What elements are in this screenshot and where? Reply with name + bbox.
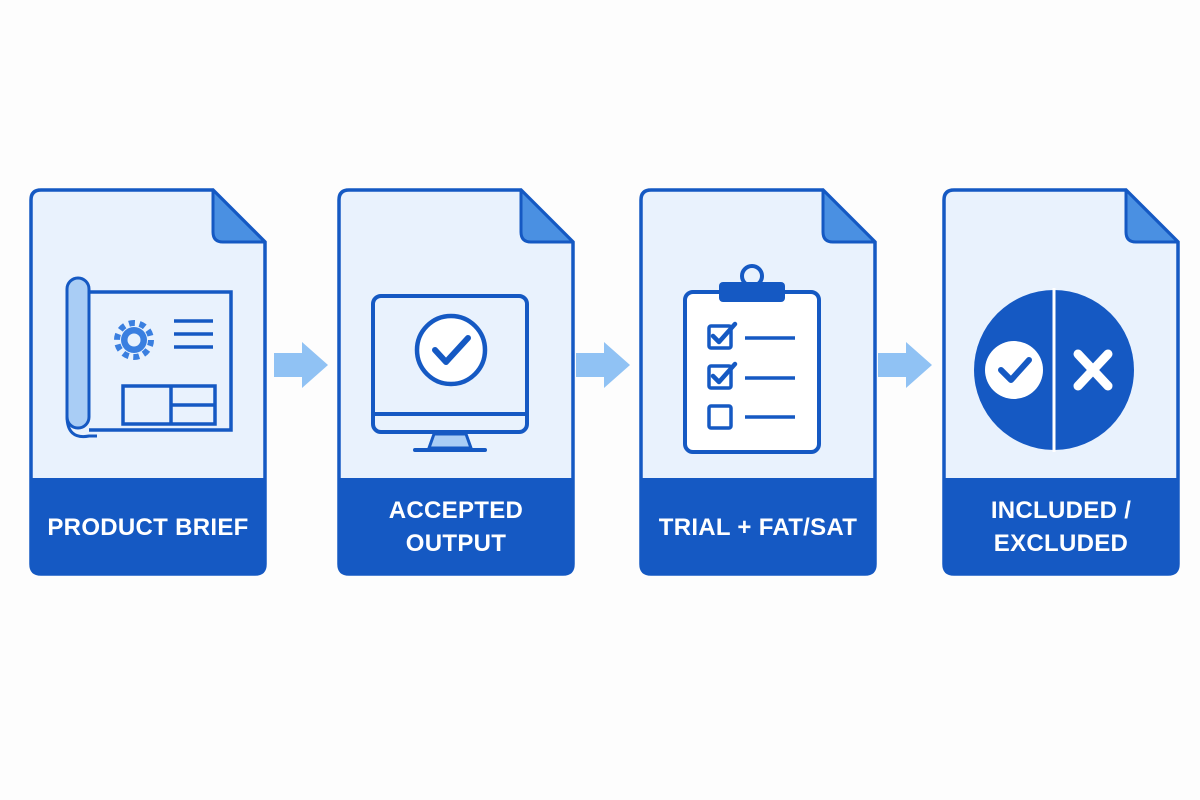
arrow-right-icon	[878, 342, 932, 388]
step-label: INCLUDED / EXCLUDED	[948, 484, 1174, 570]
step-card-trial-fat-sat: TRIAL + FAT/SAT	[639, 188, 877, 576]
step-card-product-brief: PRODUCT BRIEF	[29, 188, 267, 576]
step-card-accepted-output: ACCEPTED OUTPUT	[337, 188, 575, 576]
step-card-included-excluded: INCLUDED / EXCLUDED	[942, 188, 1180, 576]
step-label-text: TRIAL + FAT/SAT	[658, 513, 858, 541]
clipboard-checklist-icon	[683, 264, 821, 454]
step-label-text: INCLUDED / EXCLUDED	[990, 497, 1132, 557]
monitor-check-icon	[371, 294, 529, 452]
arrow-right-icon	[576, 342, 630, 388]
step-label: TRIAL + FAT/SAT	[645, 484, 871, 570]
step-label-text: PRODUCT BRIEF	[47, 513, 249, 541]
step-label: PRODUCT BRIEF	[35, 484, 261, 570]
blueprint-icon	[65, 276, 233, 439]
step-label-text: ACCEPTED OUTPUT	[388, 497, 524, 557]
step-label: ACCEPTED OUTPUT	[343, 484, 569, 570]
check-x-icon	[974, 288, 1134, 452]
arrow-right-icon	[274, 342, 328, 388]
